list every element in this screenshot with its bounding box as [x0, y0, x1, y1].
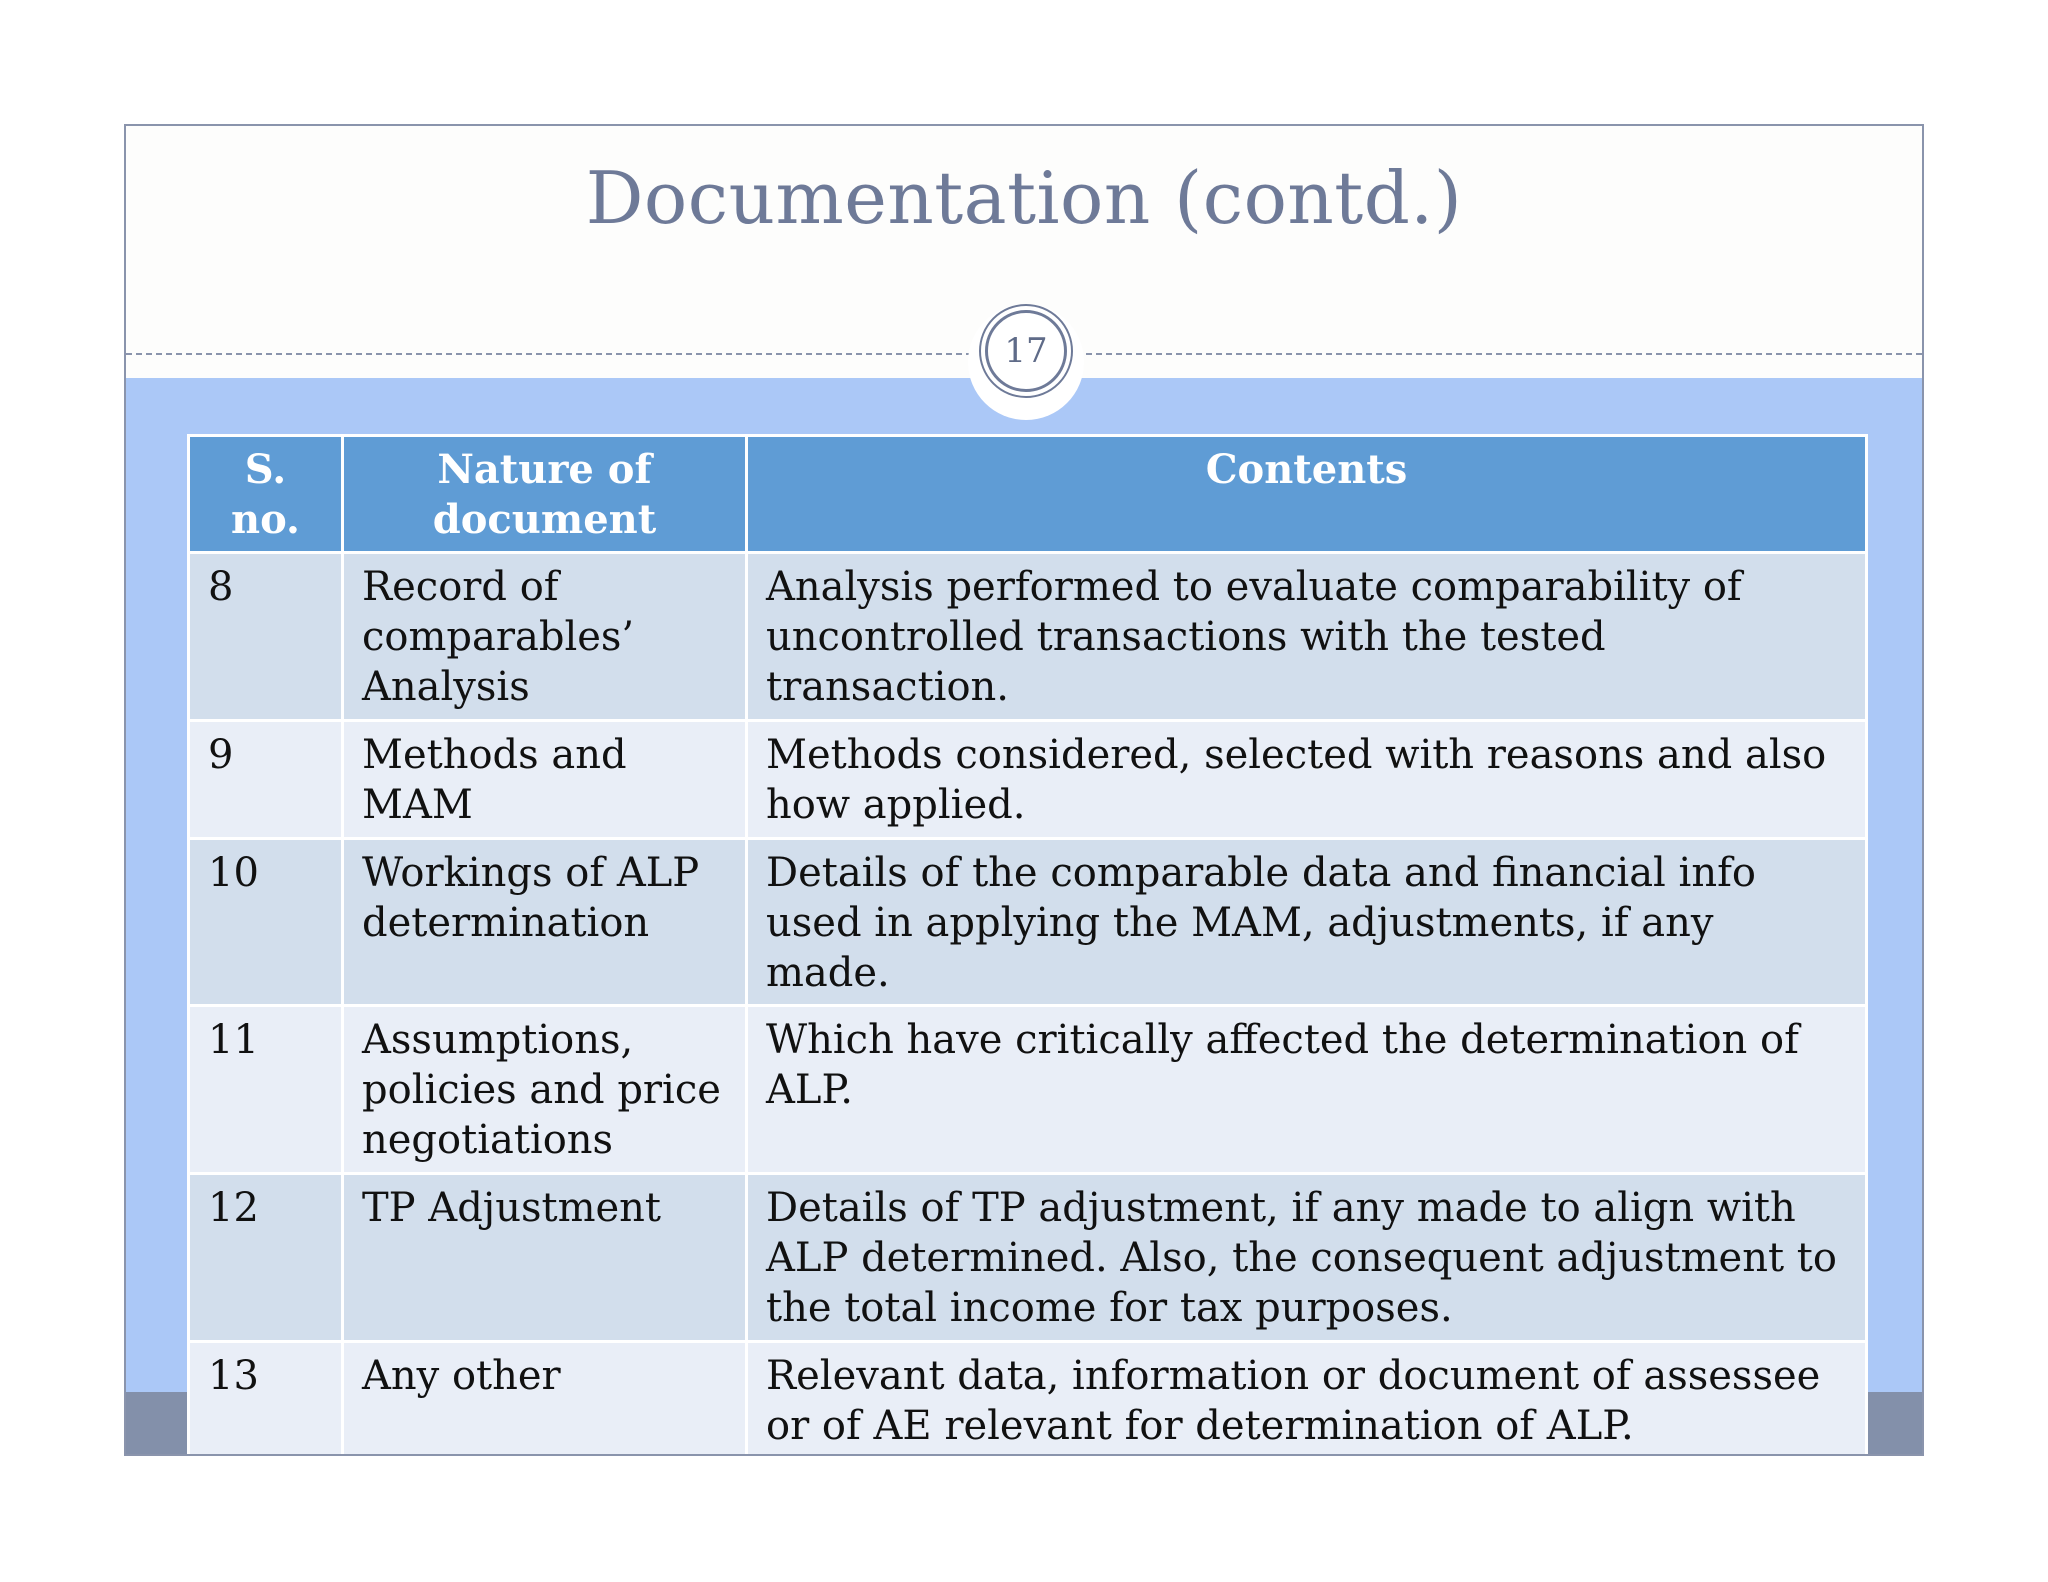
table-row: 8 Record of comparables’ Analysis Analys…	[187, 551, 1868, 722]
cell-contents: Relevant data, information or document o…	[745, 1340, 1868, 1454]
page-number-badge: 17	[979, 304, 1073, 398]
cell-contents: Methods considered, selected with reason…	[745, 719, 1868, 840]
table-row: 13 Any other Relevant data, information …	[187, 1340, 1868, 1454]
cell-contents: Details of the comparable data and finan…	[745, 837, 1868, 1007]
cell-nature: Record of comparables’ Analysis	[341, 551, 748, 722]
table-row: 12 TP Adjustment Details of TP adjustmen…	[187, 1172, 1868, 1343]
cell-nature: Methods and MAM	[341, 719, 748, 840]
cell-nature: Workings of ALP determination	[341, 837, 748, 1007]
table-row: 9 Methods and MAM Methods considered, se…	[187, 719, 1868, 840]
cell-contents: Analysis performed to evaluate comparabi…	[745, 551, 1868, 722]
page-number: 17	[985, 310, 1067, 392]
cell-nature: Any other	[341, 1340, 748, 1454]
cell-nature: TP Adjustment	[341, 1172, 748, 1343]
cell-sno: 11	[187, 1004, 344, 1175]
table-row: 10 Workings of ALP determination Details…	[187, 837, 1868, 1007]
header-sno: S. no.	[187, 434, 344, 554]
cell-sno: 10	[187, 837, 344, 1007]
table-header-row: S. no. Nature of document Contents	[187, 434, 1868, 554]
cell-sno: 8	[187, 551, 344, 722]
cell-nature: Assumptions, policies and price negotiat…	[341, 1004, 748, 1175]
header-contents: Contents	[745, 434, 1868, 554]
slide-title: Documentation (contd.)	[585, 156, 1463, 240]
cell-sno: 12	[187, 1172, 344, 1343]
slide: Documentation (contd.) 17 S. no. Nature …	[124, 124, 1924, 1456]
cell-sno: 9	[187, 719, 344, 840]
documentation-table: S. no. Nature of document Contents 8 Rec…	[187, 434, 1868, 1454]
cell-contents: Which have critically affected the deter…	[745, 1004, 1868, 1175]
header-nature: Nature of document	[341, 434, 748, 554]
cell-sno: 13	[187, 1340, 344, 1454]
table-row: 11 Assumptions, policies and price negot…	[187, 1004, 1868, 1175]
cell-contents: Details of TP adjustment, if any made to…	[745, 1172, 1868, 1343]
